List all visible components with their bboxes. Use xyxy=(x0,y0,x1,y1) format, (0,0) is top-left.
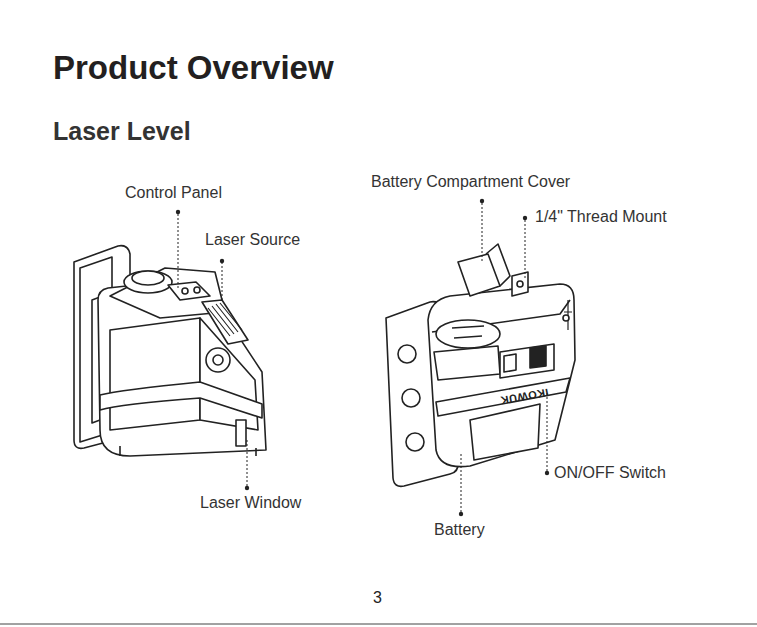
part-label: 1/4" Thread Mount xyxy=(535,208,667,226)
leader-lines xyxy=(178,203,547,512)
page-title: Product Overview xyxy=(53,49,334,87)
leader-dots xyxy=(176,199,549,516)
laser-level-back xyxy=(386,244,575,486)
page-number: 3 xyxy=(373,589,382,607)
laser-level-front xyxy=(74,246,266,456)
part-label: Battery Compartment Cover xyxy=(371,173,570,191)
part-label: Laser Window xyxy=(200,494,301,512)
part-label: Laser Source xyxy=(205,231,300,249)
page-rule xyxy=(0,624,757,625)
part-label: ON/OFF Switch xyxy=(554,464,666,482)
section-heading: Laser Level xyxy=(53,117,191,146)
part-label: Control Panel xyxy=(125,184,222,202)
part-label: Battery xyxy=(434,521,485,539)
